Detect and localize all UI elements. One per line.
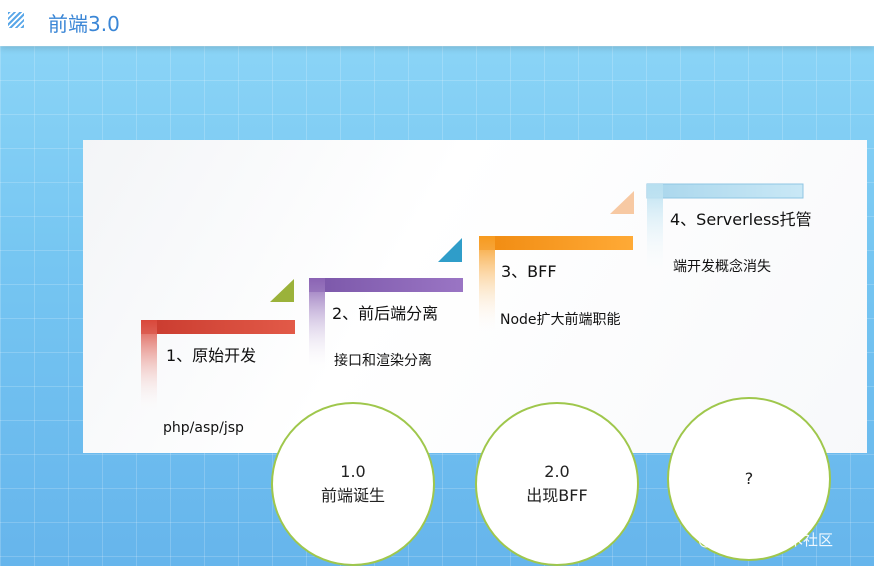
circle-1-label: 前端诞生 [320,486,385,505]
circle-1-version: 1.0 [340,462,366,481]
step-2-triangle [438,238,462,262]
step-1-triangle [270,279,294,302]
watermark: @稀土掘金技术社区 [698,531,834,549]
circle-2-version: 2.0 [544,462,570,481]
circle-1-0: 1.0 前端诞生 [271,402,435,566]
step-1-subtitle: php/asp/jsp [163,420,244,436]
step-2-vertical-bar [309,278,325,372]
step-1-title: 1、原始开发 [166,346,257,365]
step-2-title: 2、前后端分离 [332,304,439,323]
step-3-subtitle: Node扩大前端职能 [500,312,621,328]
circle-2-label: 出现BFF [526,486,588,505]
striped-square-icon [8,12,24,28]
step-4-vertical-bar [647,184,663,276]
step-1-horizontal-bar [141,320,295,334]
step-3-vertical-bar [479,236,495,334]
step-3-triangle [610,191,634,214]
circle-2-0: 2.0 出现BFF [475,402,639,566]
step-4-title: 4、Serverless托管 [670,210,812,229]
step-2-horizontal-bar [309,278,463,292]
step-3-title: 3、BFF [501,262,557,281]
slide-title: 前端3.0 [48,12,120,36]
step-3-horizontal-bar [479,236,633,250]
step-4-horizontal-bar [646,183,804,199]
step-1-vertical-bar [141,320,157,412]
slide-header: 前端3.0 [0,0,874,46]
circle-3-version: ? [744,469,754,488]
step-4-subtitle: 端开发概念消失 [673,259,771,275]
circle-3-0: ? [667,397,831,561]
step-2-subtitle: 接口和渲染分离 [334,353,432,369]
